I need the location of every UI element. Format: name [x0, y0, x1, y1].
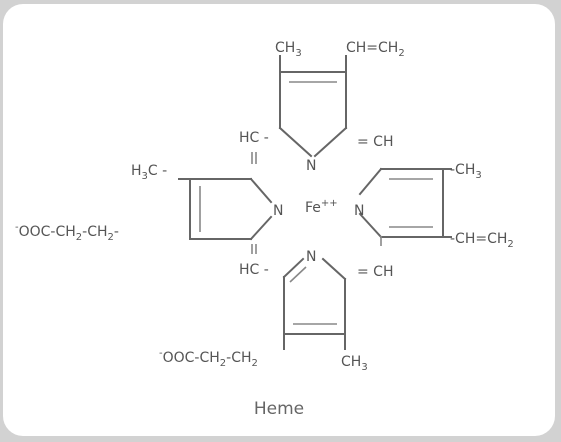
right-ring-nitrogen: N	[354, 203, 364, 219]
bottom-right-methine-bridge: = CH	[357, 264, 393, 280]
bottom-left-methine-bridge: HC -	[239, 262, 269, 278]
bottom-pyrrole-ring	[282, 257, 347, 350]
left-pyrrole-ring	[178, 152, 273, 254]
left-ring-propionate: -OOC-CH2-CH2-	[15, 222, 119, 243]
right-pyrrole-ring	[358, 167, 452, 246]
left-ring-nitrogen: N	[273, 203, 283, 219]
top-ring-nitrogen: N	[306, 158, 316, 174]
heme-structure-diagram: CH3 CH=CH2 HC - = CH N H3C - -OOC-CH2-CH…	[15, 40, 514, 419]
iron-center: Fe++	[305, 198, 338, 216]
right-ring-vinyl: -CH=CH2	[450, 231, 514, 250]
bottom-ring-nitrogen: N	[306, 249, 316, 265]
top-ring-methyl: CH3	[275, 40, 302, 59]
right-ring-methyl: -CH3	[450, 162, 482, 181]
diagram-caption: Heme	[254, 399, 304, 419]
top-right-methine-bridge: = CH	[357, 134, 393, 150]
left-ring-methyl: H3C -	[131, 163, 167, 182]
top-pyrrole-ring	[278, 55, 348, 158]
top-left-methine-bridge: HC -	[239, 130, 269, 146]
diagram-card: CH3 CH=CH2 HC - = CH N H3C - -OOC-CH2-CH…	[3, 4, 555, 436]
top-ring-vinyl: CH=CH2	[346, 40, 405, 59]
bottom-ring-propionate: -OOC-CH2-CH2	[159, 348, 258, 369]
bottom-ring-methyl: CH3	[341, 354, 368, 373]
